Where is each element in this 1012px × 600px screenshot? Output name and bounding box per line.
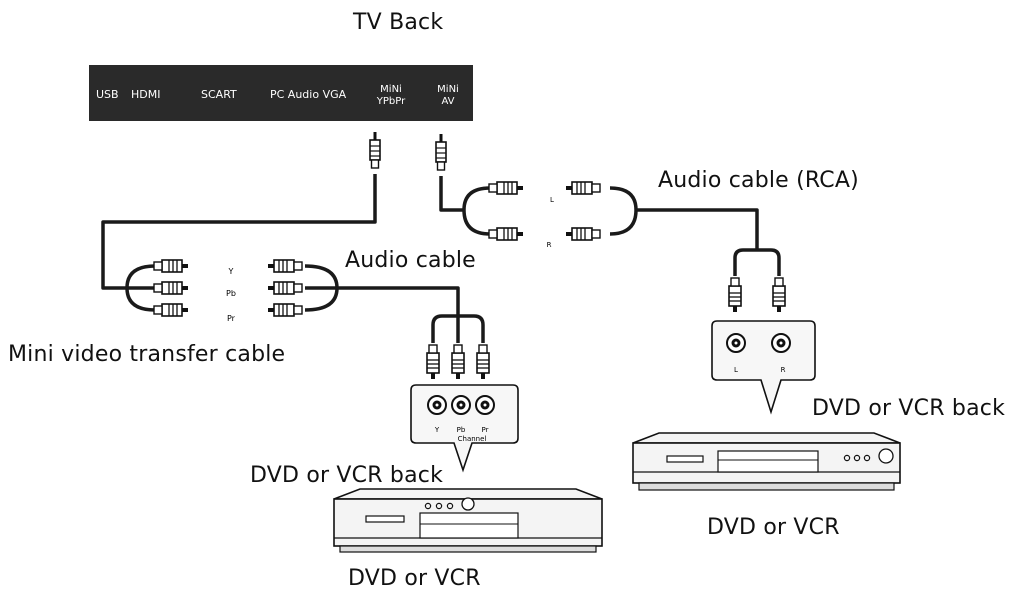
panel-label-pr: Pr [482,426,489,434]
rca-plug-icon [267,259,303,273]
rca-plug-icon [489,182,523,194]
rca-plug-icon [154,304,188,316]
splitter-label-y: Y [228,267,234,276]
audio-cable-label: Audio cable [345,248,476,273]
audio-rca-split [733,248,781,276]
rca-plug-icon [267,281,303,295]
rca-plug-icon [565,227,601,241]
audio-rca-loop [609,186,638,236]
jack-socket-icon [726,333,746,353]
splitter-wire-y [125,264,156,289]
mini-video-cable-wire [101,174,377,290]
audio-input-panel: L R [711,320,816,415]
panel-label-channel: Channel [458,435,487,443]
left-device-name-label: DVD or VCR [348,566,481,591]
audio-rca-trunk [636,208,759,250]
mini-jack-icon [435,133,447,171]
panel-label-pb: Pb [457,426,466,434]
mini-ypbpr-label-line1: MiNi [380,84,402,95]
mini-video-cable-label: Mini video transfer cable [8,342,286,367]
splitter-wire-pr [125,287,156,312]
av-cable-wire [439,176,464,212]
splitter-label-pb: Pb [226,289,236,298]
mini-av-label-line1: MiNi [437,84,459,95]
jack-socket-icon [771,333,791,353]
component-wire-split [431,314,485,343]
dvd-player-icon [632,432,901,491]
rca-plug-icon [452,345,464,379]
cable-wires [101,174,781,343]
left-device-back-label: DVD or VCR back [250,463,444,488]
mini-ypbpr-label-line2: YPbPr [376,96,406,107]
jack-socket-icon [475,395,495,415]
tv-back-panel: USB HDMI SCART PC Audio VGA MiNi YPbPr M… [89,65,473,121]
rca-label-l: L [550,196,554,204]
rca-plug-icon [489,228,523,240]
mini-jack-icon [369,131,381,169]
pc-audio-vga-port-label: PC Audio VGA [270,88,347,101]
jack-socket-icon [427,395,447,415]
jack-socket-icon [451,395,471,415]
rca-plug-icon [154,260,188,272]
rca-plug-icon [154,282,188,294]
rca-plug-icon [773,278,785,312]
hdmi-port-label: HDMI [131,88,160,101]
mini-av-label-line2: AV [441,96,454,107]
rca-label-r: R [547,241,552,249]
component-input-panel: Y Pb Pr Channel [410,384,519,473]
av-wire-r [462,209,491,236]
rca-plug-icon [565,181,601,195]
panel-label-l: L [734,366,738,374]
rca-plug-icon [729,278,741,312]
right-device-name-label: DVD or VCR [707,515,840,540]
scart-port-label: SCART [201,88,237,101]
av-wire-l [462,186,491,211]
panel-label-r: R [781,366,786,374]
right-device-back-label: DVD or VCR back [812,396,1006,421]
usb-port-label: USB [96,88,119,101]
rca-plug-icon [427,345,439,379]
audio-rca-cable-label: Audio cable (RCA) [658,168,859,193]
rca-plug-icon [267,303,303,317]
tv-panel-body [89,65,473,121]
tv-back-title: TV Back [353,10,444,35]
rca-plug-icon [477,345,489,379]
dvd-player-icon [333,488,603,553]
component-wire-trunk [337,286,460,318]
panel-label-y: Y [434,426,440,434]
splitter-label-pr: Pr [227,314,236,323]
